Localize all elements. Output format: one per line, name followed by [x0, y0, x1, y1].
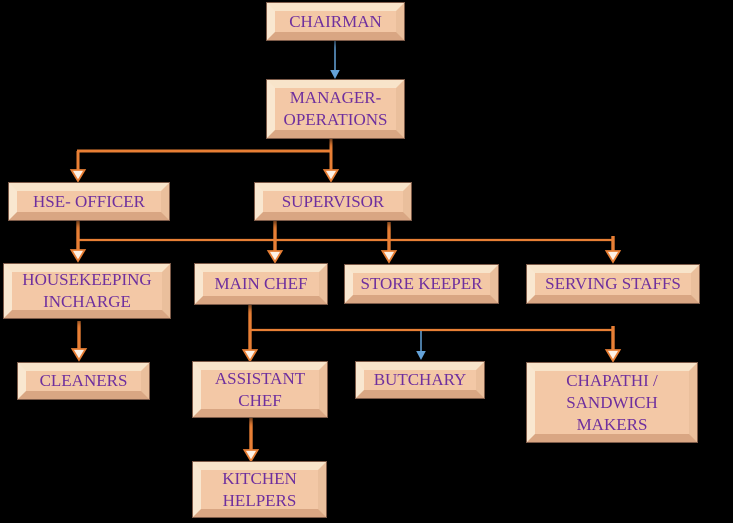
node-serving-staffs: SERVING STAFFS — [527, 265, 699, 303]
arrowhead-cleaners — [70, 348, 88, 362]
node-label-line: OPERATIONS — [283, 110, 388, 129]
arrowhead-housekeeping — [69, 249, 87, 263]
node-label-line: CHEF — [238, 390, 282, 410]
node-label-line: SUPERVISOR — [281, 191, 385, 211]
node-chapathi-sandwich-makers: CHAPATHI / SANDWICH MAKERS — [527, 363, 697, 442]
node-housekeeping-incharge: HOUSEKEEPING INCHARGE — [4, 264, 170, 318]
connector-manager-branch — [76, 139, 333, 171]
node-label-line: HSE- OFFICER — [33, 191, 145, 211]
node-manager-operations: MANAGER- OPERATIONS — [267, 80, 404, 138]
arrowhead-butchary — [416, 351, 426, 360]
node-label-line: MAIN CHEF — [214, 274, 308, 293]
node-label-line: CHAPATHI / — [566, 370, 658, 390]
arrowhead-assistant-chef — [241, 349, 259, 363]
node-label-line: INCHARGE — [43, 292, 131, 311]
arrowhead-hse-officer — [69, 169, 87, 183]
node-label-line: CHAIRMAN — [289, 11, 382, 31]
arrowhead-kitchen-helpers — [242, 449, 260, 463]
node-label-line: HOUSEKEEPING — [22, 270, 152, 289]
node-label-line: HELPERS — [222, 490, 297, 510]
node-label-line: BUTCHARY — [373, 370, 467, 389]
node-supervisor: SUPERVISOR — [255, 183, 411, 220]
node-butchary: BUTCHARY — [356, 362, 484, 398]
node-label-line: CLEANERS — [39, 371, 128, 390]
node-cleaners: CLEANERS — [18, 363, 149, 399]
node-label-line: SANDWICH — [566, 392, 658, 412]
node-label-line: ASSISTANT — [214, 368, 306, 388]
node-label-line: MAKERS — [576, 414, 648, 434]
node-main-chef: MAIN CHEF — [195, 264, 327, 304]
node-store-keeper: STORE KEEPER — [345, 265, 498, 303]
arrowhead-store-keeper — [380, 250, 398, 264]
node-assistant-chef: ASSISTANT CHEF — [193, 362, 327, 417]
node-label-line: SERVING STAFFS — [545, 274, 681, 293]
arrowhead-chapathi — [604, 349, 622, 363]
node-label-line: MANAGER- — [289, 88, 382, 107]
node-label-line: KITCHEN — [222, 468, 297, 488]
node-hse-officer: HSE- OFFICER — [9, 183, 169, 220]
arrowhead-serving-staffs — [604, 250, 622, 264]
arrowhead-supervisor — [322, 169, 340, 183]
arrowhead-main-chef — [266, 250, 284, 264]
arrowhead-manager — [330, 70, 340, 79]
node-chairman: CHAIRMAN — [267, 3, 404, 40]
node-kitchen-helpers: KITCHEN HELPERS — [193, 462, 326, 517]
node-label-line: STORE KEEPER — [360, 274, 483, 293]
